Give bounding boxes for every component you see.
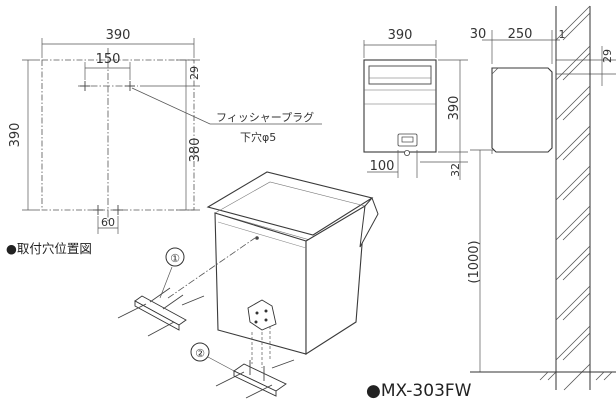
side-elevation: 30 250 1 29 [470, 5, 616, 391]
width-dimension: 390 [106, 28, 131, 43]
screw-1a [117, 303, 147, 319]
plug-label: フィッシャープラグ [216, 110, 314, 124]
front-height-dimension: 390 [447, 96, 462, 121]
part-1-label: ① [170, 252, 180, 265]
front-elevation: 390 390 32 100 (1000) [363, 28, 494, 372]
box-front-face [214, 212, 307, 355]
front-width-dimension: 390 [388, 28, 413, 43]
lock-offset-dimension: 100 [370, 159, 395, 174]
mounting-outline [41, 59, 195, 211]
mounting-hole-right [125, 81, 135, 91]
mounting-guide-line [167, 237, 256, 299]
wall-hatching [555, 5, 591, 391]
wall-gap-dimension: 30 [470, 27, 487, 42]
screw-2a [215, 371, 245, 387]
screw-2b [245, 384, 273, 399]
lock-plate [397, 133, 418, 147]
hole-spacing-dimension: 150 [96, 52, 121, 67]
box-back-slope [359, 197, 379, 248]
ground-height-dimension: (1000) [467, 240, 482, 283]
height-dimension: 390 [8, 123, 23, 148]
plug-leader-line [131, 87, 322, 125]
pilot-hole-label: 下穴φ5 [240, 130, 276, 144]
mounting-hole-bottom-right [113, 205, 123, 215]
part-2-label: ② [195, 347, 205, 360]
exploded-isometric-view: ① ② [117, 171, 379, 399]
lock-icon [403, 149, 410, 156]
rear-bracket [247, 299, 277, 368]
part-1-marker [165, 247, 185, 267]
box-side-face [305, 204, 366, 356]
hole-vertical-dimension: 380 [188, 138, 203, 163]
mounting-hole-bottom-left [93, 205, 103, 215]
bracket-1 [117, 287, 205, 337]
side-box-outline [491, 67, 553, 153]
bracket-2 [215, 359, 295, 399]
depth-dimension: 250 [508, 27, 533, 42]
hole-diagram-caption: ●取付穴位置図 [6, 241, 92, 256]
bottom-offset-dimension: 32 [449, 163, 462, 177]
bottom-spacing-dimension: 60 [101, 216, 115, 229]
ground-hatching [539, 371, 613, 381]
top-offset-dimension: 29 [188, 66, 201, 80]
side-top-dimension: 29 [601, 49, 614, 63]
mounting-hole-left [80, 81, 90, 91]
hole-position-diagram: 390 150 29 390 380 60 フィッシャープラグ 下穴φ5 ●取付… [6, 28, 322, 256]
screw-1b [147, 321, 175, 337]
mail-slot [368, 65, 432, 85]
part-2-marker [190, 342, 210, 362]
model-name: ●MX-303FW [366, 381, 472, 401]
